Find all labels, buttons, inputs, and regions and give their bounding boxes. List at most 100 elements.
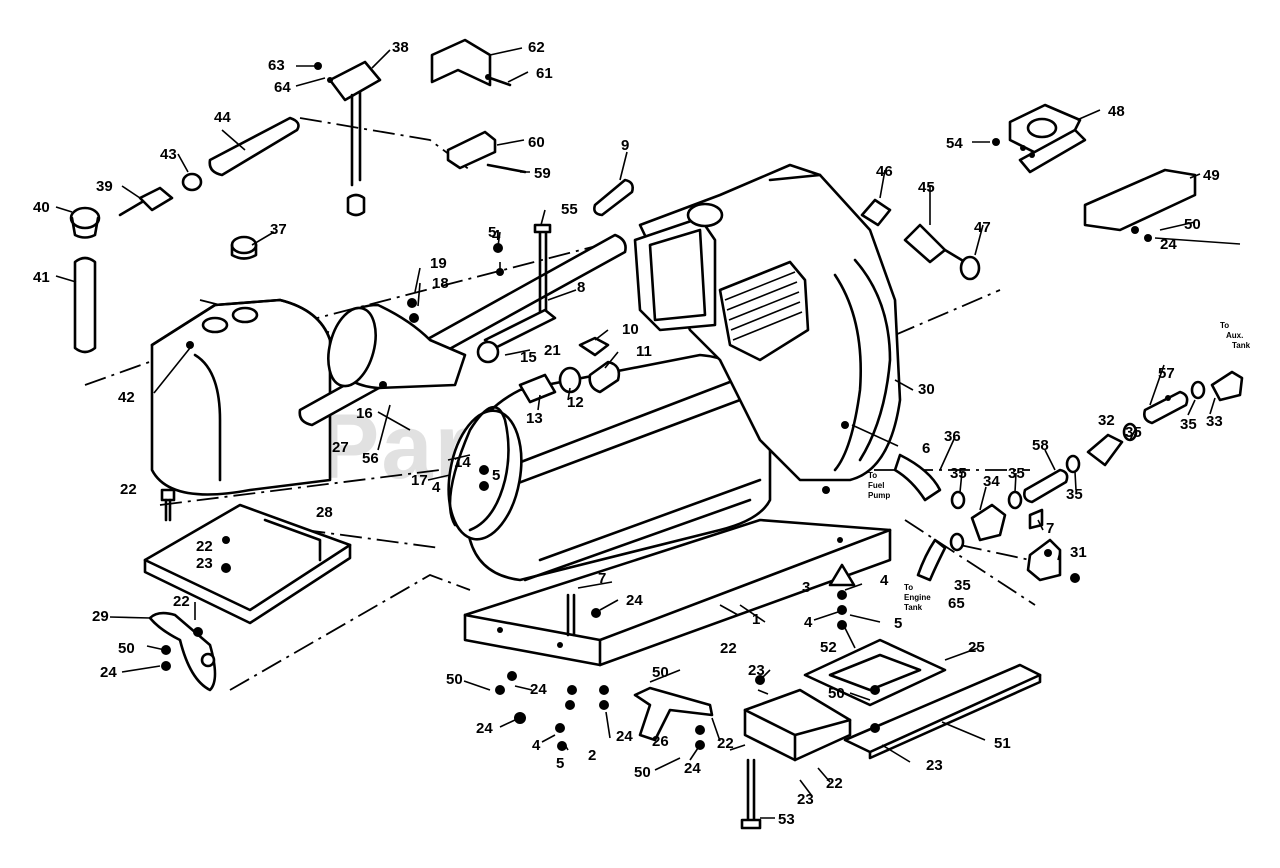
link-26 [633,686,714,742]
callout-35: 35 [954,577,971,594]
filler-cap [69,206,101,239]
callout-5: 5 [492,467,500,484]
callout-23: 23 [196,555,213,572]
callout-32: 32 [1098,412,1115,429]
callout-50: 50 [446,671,463,688]
callout-24: 24 [476,720,493,737]
callout-24: 24 [100,664,117,681]
callout-44: 44 [214,109,231,126]
unloader-tube [407,243,510,532]
callout-34: 34 [983,473,1000,490]
callout-19: 19 [430,255,447,272]
callout-49: 49 [1203,167,1220,184]
note-to-engine-tank: To Engine Tank [904,583,931,612]
callout-57: 57 [1158,365,1175,382]
svg-text:To: To [904,583,913,592]
callout-61: 61 [536,65,553,82]
callout-3: 3 [802,579,810,596]
callout-22: 22 [720,640,737,657]
svg-text:Engine: Engine [904,593,931,602]
callout-42: 42 [118,389,135,406]
callout-35: 35 [950,465,967,482]
callout-22: 22 [196,538,213,555]
screw-59 [486,163,527,174]
callout-22: 22 [717,735,734,752]
muffler [327,303,467,390]
filler-hose [208,116,300,177]
gasket-47 [959,255,981,281]
callout-23: 23 [797,791,814,808]
callout-4: 4 [492,227,501,244]
callout-35: 35 [1066,486,1083,503]
bracket-49 [1083,168,1197,242]
check-valve [518,336,621,404]
bracket-22-lower [743,688,852,762]
callout-7: 7 [598,570,606,587]
callout-17: 17 [411,472,428,489]
callout-16: 16 [356,405,373,422]
callout-33: 33 [1206,413,1223,430]
callout-2: 2 [588,747,596,764]
callout-48: 48 [1108,103,1125,120]
svg-text:Pump: Pump [868,491,890,500]
callout-12: 12 [567,394,584,411]
callout-65: 65 [948,595,965,612]
callout-24: 24 [684,760,701,777]
hose-36 [893,453,942,502]
callout-50: 50 [118,640,135,657]
base-frame [463,518,892,667]
callout-25: 25 [968,639,985,656]
svg-text:To: To [868,471,877,480]
callout-54: 54 [946,135,963,152]
hose-65 [916,538,947,582]
vibration-mount [828,563,856,630]
callout-52: 52 [820,639,837,656]
callout-21: 21 [544,342,561,359]
callout-30: 30 [918,381,935,398]
callout-37: 37 [270,221,287,238]
note-to-aux-tank: To Aux. Tank [1220,321,1251,350]
callout-26: 26 [652,733,669,750]
fuel-gauge-assembly [314,60,382,217]
note-to-fuel-pump: To Fuel Pump [868,471,890,500]
svg-text:Tank: Tank [904,603,923,612]
hose-clamp [181,172,203,192]
bolt-53 [740,758,762,830]
filler-neck-tube [73,256,97,354]
air-tank [447,353,772,582]
svg-text:To: To [1220,321,1229,330]
callout-7: 7 [1046,520,1054,537]
fitting-45 [903,223,967,264]
svg-text:Fuel: Fuel [868,481,884,490]
callout-5: 5 [488,224,496,241]
callout-38: 38 [392,39,409,56]
callout-10: 10 [622,321,639,338]
bracket-62 [430,38,492,87]
callout-45: 45 [918,179,935,196]
hardware [161,145,1171,751]
callout-59: 59 [534,165,551,182]
callout-15: 15 [520,349,537,366]
callout-24: 24 [616,728,633,745]
callout-18: 18 [432,275,449,292]
callout-5: 5 [556,755,564,772]
callout-22: 22 [173,593,190,610]
callout-36: 36 [944,428,961,445]
callout-41: 41 [33,269,50,286]
callout-4: 4 [532,737,541,754]
callout-29: 29 [92,608,109,625]
bolt-55 [533,223,552,320]
callout-4: 4 [880,572,889,589]
tank-valve-33 [1210,370,1244,402]
filler-adapter [118,186,174,217]
callout-4: 4 [432,479,441,496]
skid-51 [843,663,1042,760]
callout-62: 62 [528,39,545,56]
callout-11: 11 [636,343,652,360]
callout-40: 40 [33,199,50,216]
callout-63: 63 [268,57,285,74]
bracket-25 [803,638,947,707]
callout-23: 23 [748,662,765,679]
callout-55: 55 [561,201,578,218]
